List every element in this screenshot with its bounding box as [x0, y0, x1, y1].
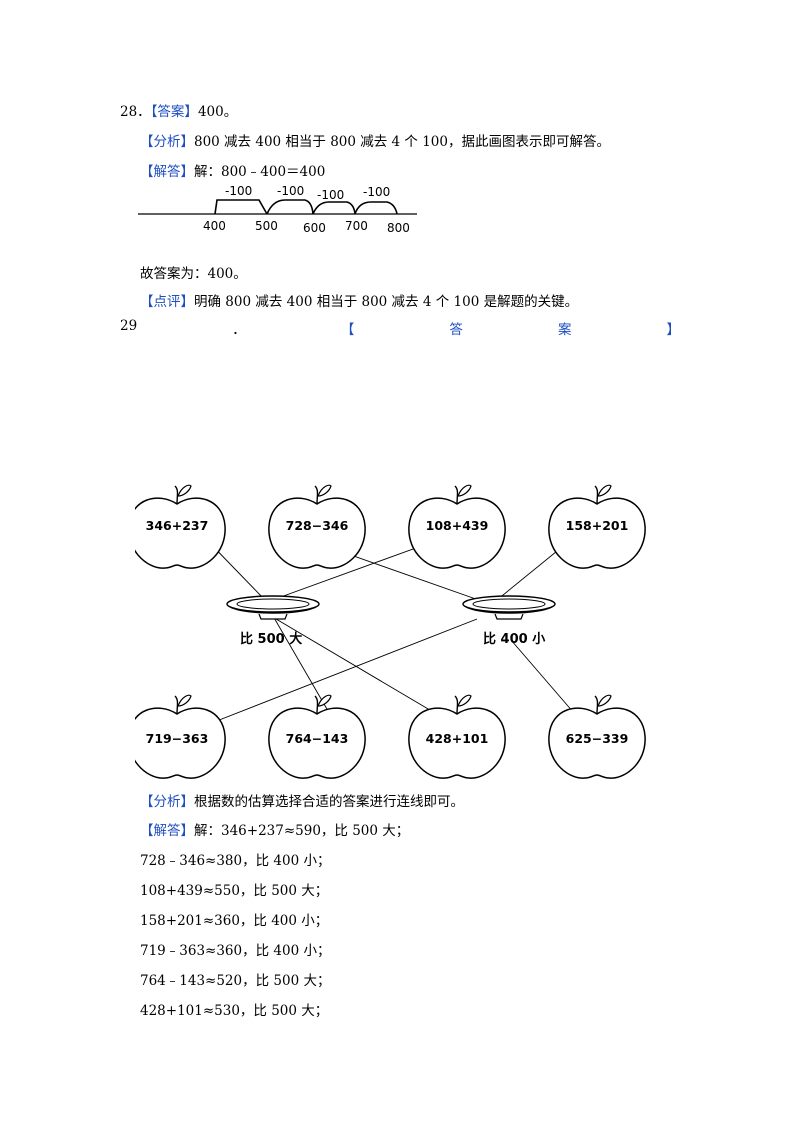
number-line-figure: -100 -100 -100 -100 400 500 600 700 800	[138, 184, 417, 235]
solution-text: 解：346+237≈590，比 500 大；	[194, 823, 410, 839]
jump-label: -100	[317, 188, 344, 202]
q28-conclusion: 故答案为：400。	[140, 266, 247, 282]
apple-label: 346+237	[146, 518, 209, 533]
tick-label: 400	[203, 219, 226, 233]
question-number: 28．	[120, 104, 151, 120]
answer-char: 答	[449, 322, 463, 338]
connection-line	[330, 547, 491, 605]
open-bracket: 【	[340, 322, 355, 338]
analysis-tag: 【分析】	[140, 134, 194, 150]
solution-tag: 【解答】	[140, 164, 194, 180]
connection-lines	[202, 531, 581, 725]
jump-arc	[214, 199, 268, 215]
jump-label: -100	[225, 184, 252, 198]
comment-text: 明确 800 减去 400 相当于 800 减去 4 个 100 是解题的关键。	[194, 294, 579, 310]
jump-arc	[354, 201, 398, 215]
analysis-text: 根据数的估算选择合适的答案进行连线即可。	[194, 794, 464, 810]
solution-text: 解：800﹣400＝400	[194, 164, 326, 180]
tick-label: 500	[255, 219, 278, 233]
close-bracket: 】	[666, 322, 681, 338]
analysis-tag: 【分析】	[140, 794, 194, 810]
plate-label-less-than-400: 比 400 小	[483, 631, 545, 647]
solution-step: 158+201≈360，比 400 小；	[140, 913, 329, 929]
apple-label: 719−363	[146, 731, 209, 746]
tick-label: 600	[303, 221, 326, 235]
solution-step: 428+101≈530，比 500 大；	[140, 1003, 329, 1019]
tick-label: 700	[345, 219, 368, 233]
jump-label: -100	[277, 184, 304, 198]
apple-label: 764−143	[286, 731, 349, 746]
connection-line	[510, 639, 581, 721]
apple-matching-figure: 比 500 大 比 400 小 346+237 728−346 108+439 …	[135, 484, 646, 779]
solution-step: 719﹣363≈360，比 400 小；	[140, 943, 331, 959]
plate	[226, 595, 320, 620]
dot: ．	[232, 322, 246, 338]
apple-label: 625−339	[566, 731, 629, 746]
plate-label-more-than-500: 比 500 大	[240, 631, 302, 647]
q29-analysis-line: 【分析】根据数的估算选择合适的答案进行连线即可。	[140, 790, 464, 810]
analysis-text: 800 减去 400 相当于 800 减去 4 个 100，据此画图表示即可解答…	[194, 134, 610, 150]
solution-tag: 【解答】	[140, 823, 194, 839]
answer-tag: 【答案】	[150, 104, 198, 120]
q28-comment-line: 【点评】明确 800 减去 400 相当于 800 减去 4 个 100 是解题…	[140, 290, 578, 310]
connection-line	[270, 615, 441, 717]
q28-answer-line: 28．【答案】400。	[120, 100, 237, 120]
q29-solution-line: 【解答】解：346+237≈590，比 500 大；	[140, 819, 409, 839]
jump-arc	[312, 201, 356, 215]
apple-label: 158+201	[566, 518, 629, 533]
comment-tag: 【点评】	[140, 294, 194, 310]
solution-step: 108+439≈550，比 500 大；	[140, 883, 329, 899]
jump-label: -100	[363, 185, 390, 199]
answer-char: 案	[557, 322, 572, 338]
q28-analysis-line: 【分析】800 减去 400 相当于 800 减去 4 个 100，据此画图表示…	[140, 130, 610, 150]
jump-arc	[266, 199, 314, 215]
tick-label: 800	[387, 221, 410, 235]
apple-label: 728−346	[286, 518, 349, 533]
question-number: 29	[120, 318, 138, 334]
q29-answer-header: 29 ． 【 答 案 】	[120, 318, 680, 338]
apple-label: 108+439	[426, 518, 489, 533]
apple-label: 428+101	[426, 731, 489, 746]
solution-step: 764﹣143≈520，比 500 大；	[140, 973, 331, 989]
solution-step: 728﹣346≈380，比 400 小；	[140, 853, 331, 869]
answer-text: 400。	[197, 104, 238, 120]
q28-solution-line: 【解答】解：800﹣400＝400	[140, 160, 325, 180]
plate	[462, 595, 556, 620]
connection-line	[208, 618, 478, 725]
